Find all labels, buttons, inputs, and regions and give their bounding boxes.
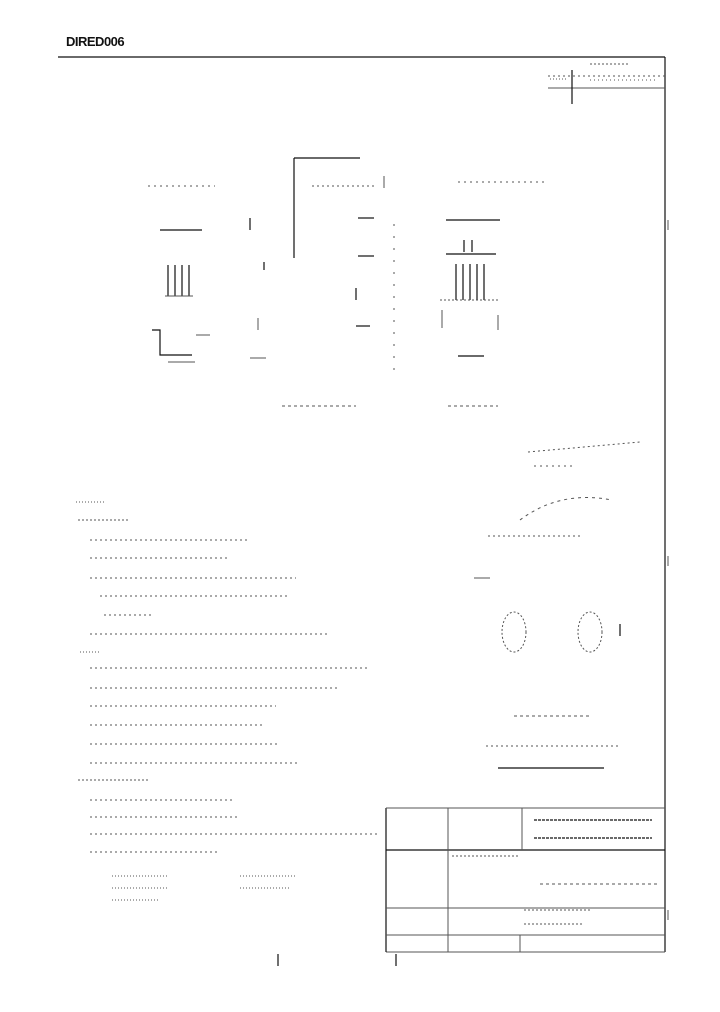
detail-view bbox=[474, 441, 641, 769]
view-front-left bbox=[148, 185, 215, 363]
title-block bbox=[385, 807, 665, 952]
view-side-center bbox=[249, 157, 395, 407]
sheet-border bbox=[58, 56, 666, 953]
view-top-right bbox=[440, 181, 548, 407]
zone-marks bbox=[277, 220, 669, 966]
document-id: DIRED006 bbox=[66, 34, 125, 49]
notes-block bbox=[76, 501, 380, 901]
revision-block bbox=[548, 63, 665, 104]
